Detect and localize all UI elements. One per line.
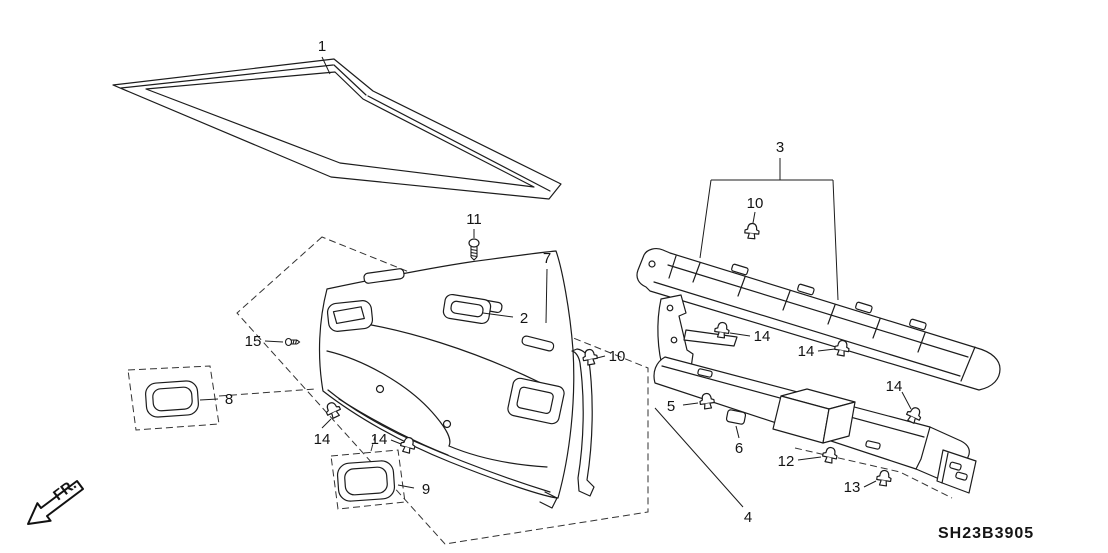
cap8-group-box: [127, 365, 220, 431]
leader-3: [699, 158, 839, 301]
part-label-13: 13: [844, 479, 861, 496]
mount-hole: [648, 260, 656, 268]
part-label-15: 15: [245, 333, 262, 350]
fr-direction-indicator: FR.: [27, 476, 84, 525]
leader-9: [397, 484, 415, 489]
leader-14-d: [817, 348, 836, 352]
tailgate-side-strip: [571, 348, 595, 497]
leader-7: [545, 268, 548, 324]
grab-handle-cutout: [326, 300, 374, 332]
leader-10-panel: [596, 355, 606, 359]
leader-4: [654, 407, 744, 508]
leader-5: [682, 402, 699, 406]
part-label-7: 7: [543, 250, 551, 267]
part-label-6: 6: [735, 440, 743, 457]
part-label-3: 3: [776, 139, 784, 156]
leader-13: [863, 480, 877, 488]
part-label-10-panel: 10: [609, 348, 626, 365]
screw-hole: [442, 419, 452, 429]
clip-seat: [697, 368, 713, 378]
screw-hole: [375, 384, 385, 394]
leader-14-a: [321, 418, 332, 429]
clip-seat: [731, 263, 749, 276]
lower-tailgate-garnish: [653, 294, 977, 494]
part-label-1: 1: [318, 38, 326, 55]
part-label-10-upper: 10: [747, 195, 764, 212]
part-label-14-d: 14: [798, 343, 815, 360]
fr-arrow-icon: [27, 480, 84, 525]
leader-14-b: [390, 439, 402, 445]
clip-seat: [855, 301, 873, 314]
part-label-14-c: 14: [754, 328, 771, 345]
part-label-11: 11: [466, 211, 482, 228]
leader-6: [735, 425, 740, 439]
clip-seat: [955, 471, 968, 481]
part-label-4: 4: [744, 509, 752, 526]
leader-lines: [199, 56, 912, 508]
cap9-group-box: [330, 449, 406, 510]
screw-11-icon: [468, 238, 480, 261]
part-label-5: 5: [667, 398, 675, 415]
leader-15: [264, 340, 284, 343]
part-label-14-e: 14: [886, 378, 903, 395]
tailgate-lining-panel: [318, 250, 575, 509]
diagram-code: SH23B3905: [938, 525, 1034, 542]
vent-slot: [521, 335, 555, 352]
leader-1: [321, 56, 331, 75]
upper-tailgate-garnish: [636, 248, 1001, 391]
mount-hole: [666, 304, 674, 312]
clip-seat: [797, 283, 815, 296]
part-label-14-b: 14: [371, 431, 388, 448]
license-garnish-recess: [507, 377, 565, 425]
leader-14-e: [901, 391, 912, 410]
clip-seat: [909, 318, 927, 331]
part-label-2: 2: [520, 310, 528, 327]
weatherstrip-seal: [112, 58, 562, 200]
screw-15-icon: [284, 337, 301, 347]
clip-seat: [865, 440, 881, 450]
leader-14-c: [729, 332, 751, 337]
vent-slot: [363, 268, 405, 284]
leader-2: [482, 312, 514, 318]
part-label-14-a: 14: [314, 431, 331, 448]
clip-13-icon: [875, 468, 893, 488]
leader-8: [199, 398, 219, 401]
clip-12-icon: [820, 445, 840, 465]
part-label-8: 8: [225, 391, 233, 408]
pull-handle-recess: [442, 293, 492, 325]
clip-seat: [949, 461, 962, 471]
leader-12: [797, 456, 822, 461]
part-label-9: 9: [422, 481, 430, 498]
part-labels: 1 2 3 4 5 6 7 8 9 10 10 11 12 13 14 14 1…: [225, 38, 903, 526]
mount-hole: [670, 336, 678, 344]
part-label-12: 12: [778, 453, 795, 470]
clip-seat-6: [725, 409, 747, 425]
center-bump: [772, 388, 856, 444]
cap-part-9: [336, 460, 396, 502]
cap-part-8: [145, 380, 199, 418]
clip-10-upper-icon: [743, 222, 761, 240]
leader-10-upper: [752, 211, 756, 224]
right-end-bracket: [936, 449, 977, 494]
